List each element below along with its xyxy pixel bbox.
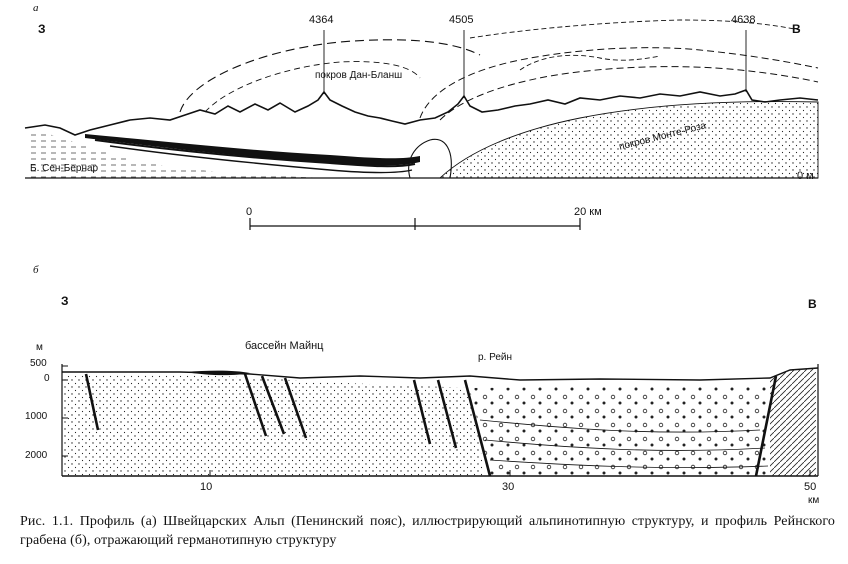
rhine-graben-profile	[61, 364, 819, 477]
peak-label-4364: 4364	[309, 14, 334, 26]
y-tick-label-2000: 2000	[25, 450, 48, 461]
alps-dent-blanche-envelope	[179, 39, 481, 113]
alps-nappe-band-2	[94, 139, 416, 168]
alps-central-axis	[408, 138, 452, 179]
panel-b-east-label: В	[808, 297, 817, 311]
rhine-graben-layers	[479, 419, 769, 469]
panel-a-east-label: В	[792, 22, 801, 36]
alps-fold-2	[439, 66, 819, 121]
rhine-fault-5	[412, 379, 432, 445]
rhine-basin-lens	[185, 370, 250, 376]
panel-a-west-label: З	[38, 22, 46, 36]
rhine-fault-1	[84, 373, 100, 431]
y-tick-label-500: 500	[30, 358, 47, 369]
alps-dent-blanche-inner	[204, 61, 421, 113]
rhine-right-shoulder	[770, 368, 816, 476]
alps-basement-left	[28, 130, 330, 178]
alps-topography	[24, 89, 819, 136]
pass-label: Б. Сен-Бернар	[30, 163, 99, 174]
panel-b-west-label: З	[61, 294, 69, 308]
alps-fold-4	[519, 54, 661, 71]
rhine-fault-main-west	[463, 379, 492, 477]
x-tick-label-30: 30	[502, 481, 515, 493]
panel-a-letter: а	[33, 2, 39, 14]
alps-monte-rosa-body	[438, 101, 819, 179]
rhine-mainz-basin-fill	[64, 374, 485, 476]
alps-fold-1	[419, 47, 819, 119]
rhine-fault-2	[243, 373, 268, 437]
basin-label: бассейн Майнц	[245, 340, 324, 352]
figure-caption: Рис. 1.1. Профиль (а) Швейцарских Альп (…	[20, 514, 835, 548]
peak-label-4505: 4505	[449, 14, 474, 26]
scale-bar-start-label: 0	[246, 206, 253, 218]
peak-label-4638: 4638	[731, 14, 756, 26]
rhine-fault-4	[283, 377, 308, 439]
alps-nappe-band-3	[109, 145, 413, 174]
rhine-fault-main-east	[754, 375, 778, 477]
x-tick-label-50: 50	[804, 481, 817, 493]
x-tick-label-10: 10	[200, 481, 213, 493]
datum-label: 0 м	[797, 170, 814, 182]
alps-profile	[24, 19, 819, 230]
panel-b-unit-label: м	[36, 342, 43, 353]
scale-bar-end-label: 20 км	[574, 206, 602, 218]
rhine-graben-fill	[470, 380, 770, 476]
nappe-dent-blanche-label: покров Дан-Бланш	[315, 70, 403, 81]
x-unit-label: км	[808, 495, 820, 506]
alps-nappe-band-1	[85, 134, 420, 166]
y-tick-label-0: 0	[44, 373, 50, 384]
rhine-fault-3	[260, 375, 286, 435]
alps-fold-3	[469, 19, 801, 39]
y-tick-label-1000: 1000	[25, 411, 48, 422]
panel-b-letter: б	[33, 264, 39, 276]
rhine-fault-6	[436, 379, 458, 449]
river-label: р. Рейн	[478, 352, 513, 363]
